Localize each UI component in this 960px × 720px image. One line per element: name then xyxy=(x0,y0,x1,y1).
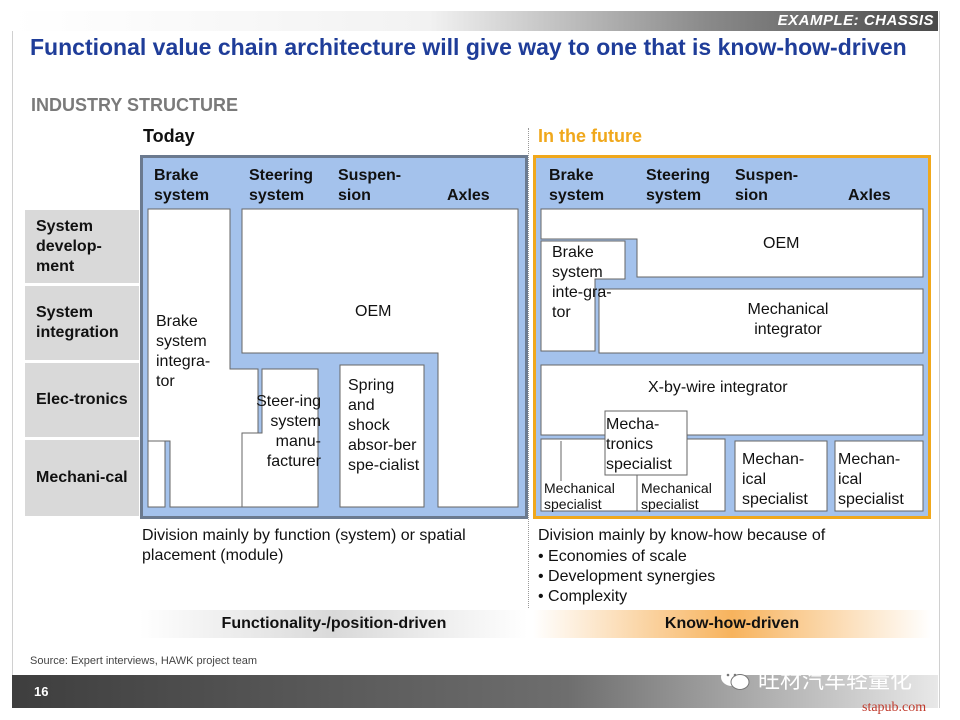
row-label-system-integration: System integration xyxy=(25,286,139,360)
future-mech-spec-3-box xyxy=(734,440,828,512)
today-spring-specialist-label: Spring and shock absor-ber spe-cialist xyxy=(348,377,420,474)
future-brake-integrator-box xyxy=(540,240,626,352)
today-col-brake: Brake system xyxy=(154,167,210,204)
row-label-mechanical: Mechani-cal xyxy=(25,440,139,516)
future-bullet-2-text: Development synergies xyxy=(548,568,716,585)
wechat-icon xyxy=(721,668,750,690)
future-band: Know-how-driven xyxy=(533,610,931,638)
watermark-text: 旺材汽车轻量化 xyxy=(758,668,913,693)
today-col-axles: Axles xyxy=(447,187,490,204)
future-mech-spec-2-label: Mechanical specialist xyxy=(641,480,712,512)
footer-bar xyxy=(12,675,938,708)
future-oem-box xyxy=(540,208,924,278)
today-steering-manufacturer-label: Steer-ing system manu-facturer xyxy=(256,393,321,470)
future-col-axles: Axles xyxy=(848,187,891,204)
future-bullet-3-text: Complexity xyxy=(548,588,628,605)
future-mechatronics-box xyxy=(604,410,688,476)
source-note: Source: Expert interviews, HAWK project … xyxy=(30,655,258,667)
today-oem-label: OEM xyxy=(355,303,392,320)
watermark: 旺材汽车轻量化 xyxy=(720,663,912,695)
future-brake-integrator-label: Brake system inte-gra-tor xyxy=(552,244,612,321)
future-mechanical-integrator-box xyxy=(598,288,924,354)
today-boxes-svg xyxy=(147,208,519,508)
page-number: 16 xyxy=(34,684,49,699)
source-url: stapub.com xyxy=(862,700,927,715)
today-oem-box xyxy=(241,208,519,508)
future-heading: In the future xyxy=(538,126,642,146)
divider-line xyxy=(528,128,530,608)
top-bar xyxy=(12,11,938,31)
today-spring-box xyxy=(339,364,425,508)
today-steering-box xyxy=(241,368,319,508)
future-bullet-3: • Complexity xyxy=(538,588,628,605)
example-tag: EXAMPLE: CHASSIS xyxy=(777,12,934,29)
future-note: Division mainly by know-how because of xyxy=(538,527,826,544)
future-col-brake: Brake system xyxy=(549,167,605,204)
today-col-steering: Steering system xyxy=(249,167,314,204)
future-bullet-2: • Development synergies xyxy=(538,568,716,585)
future-bullet-1-text: Economies of scale xyxy=(548,548,687,565)
slide-subtitle: INDUSTRY STRUCTURE xyxy=(31,95,239,115)
future-mech-spec-1-label: Mechanical specialist xyxy=(544,480,615,512)
future-boxes-svg xyxy=(540,208,924,512)
future-mechatronics-label: Mecha-tronics specialist xyxy=(606,416,672,473)
today-note: Division mainly by function (system) or … xyxy=(142,527,466,564)
today-heading: Today xyxy=(143,126,195,146)
future-xbywire-box xyxy=(540,364,924,436)
slide-title: Functional value chain architecture will… xyxy=(30,34,907,60)
future-col-steering: Steering system xyxy=(646,167,711,204)
row-label-system-development: System develop-ment xyxy=(25,210,139,283)
future-oem-label: OEM xyxy=(763,235,800,252)
future-mech-spec-4-box xyxy=(834,440,924,512)
future-col-suspension: Suspen-sion xyxy=(735,167,799,204)
today-band: Functionality-/position-driven xyxy=(140,610,528,638)
future-mech-spec-4-label: Mechan-ical specialist xyxy=(838,451,904,508)
future-mech-spec-3-label: Mechan-ical specialist xyxy=(742,451,808,508)
today-col-suspension: Suspen-sion xyxy=(338,167,402,204)
row-label-electronics: Elec-tronics xyxy=(25,363,139,437)
future-xbywire-label: X-by-wire integrator xyxy=(648,379,788,396)
today-brake-integrator-label: Brake system integra-tor xyxy=(156,313,211,390)
future-bullet-1: • Economies of scale xyxy=(538,548,687,565)
future-mechanical-integrator-label: Mechanical integrator xyxy=(747,301,829,338)
today-small-left-box xyxy=(147,440,166,508)
